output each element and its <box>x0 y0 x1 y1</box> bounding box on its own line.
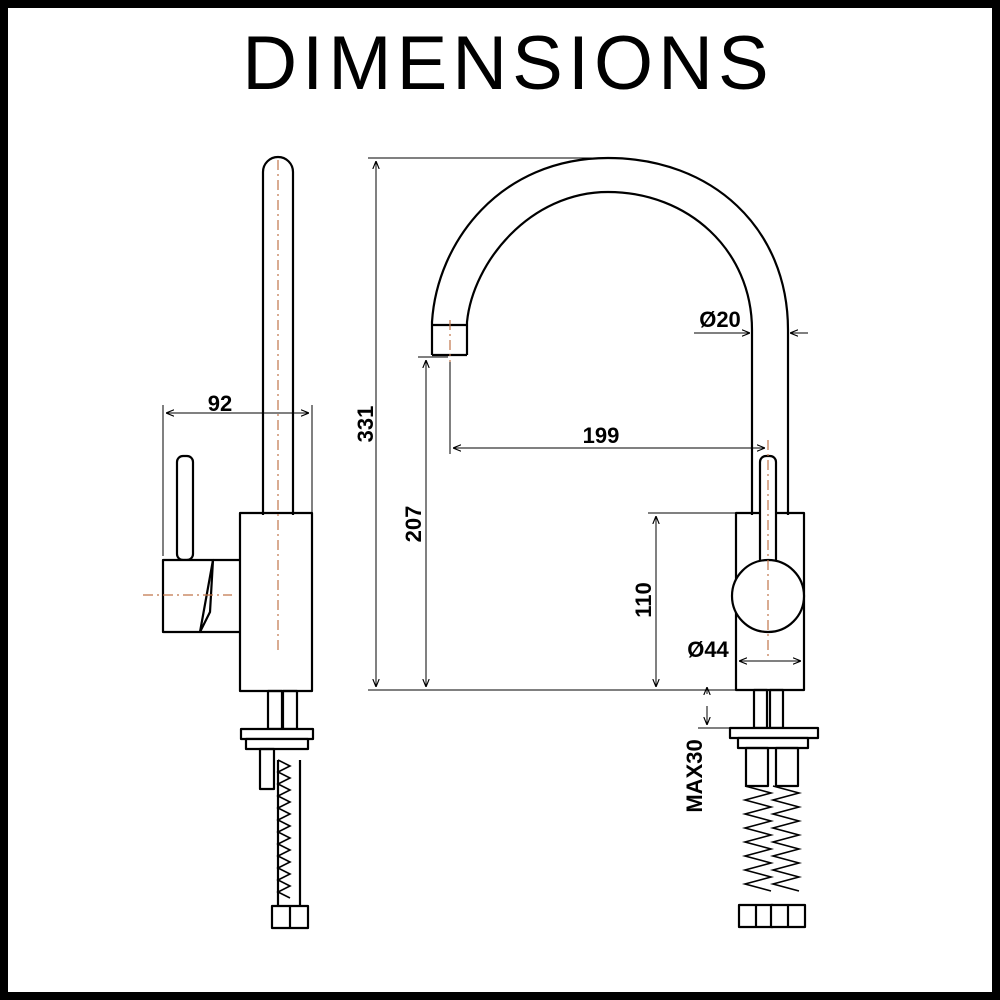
dim-spout-diameter: Ø20 <box>699 307 741 332</box>
dim-spout-height: 207 <box>401 506 426 543</box>
side-handle-joint <box>199 558 240 634</box>
side-nut <box>244 737 310 751</box>
side-threaded-rod <box>258 747 276 791</box>
spout-outer <box>430 156 790 515</box>
dim-total-height: 331 <box>353 406 378 443</box>
side-spout <box>261 155 295 515</box>
dim-max-thickness: MAX30 <box>682 739 707 812</box>
side-view: 92 <box>143 155 315 930</box>
front-stud-1 <box>752 688 769 730</box>
front-nut <box>736 736 810 750</box>
spout-inner <box>465 190 754 515</box>
dim-spout-reach: 199 <box>583 423 620 448</box>
side-stud <box>266 689 284 731</box>
side-lever <box>175 454 195 562</box>
side-hose <box>276 759 292 899</box>
dim-side-width: 92 <box>208 391 232 416</box>
front-hose-2 <box>769 785 803 892</box>
side-body <box>238 511 314 693</box>
page-title: DIMENSIONS <box>242 21 774 106</box>
side-stud-2 <box>281 689 299 731</box>
front-washer <box>728 726 820 740</box>
dim-body-height: 110 <box>631 582 656 618</box>
dim-body-diameter: Ø44 <box>687 637 729 662</box>
front-hose-1 <box>741 785 775 892</box>
front-view: 331 207 199 Ø20 110 Ø44 MAX30 <box>353 156 820 929</box>
front-stud-2 <box>768 688 785 730</box>
front-fitting-1 <box>744 746 770 788</box>
front-fitting-2 <box>774 746 800 788</box>
side-washer <box>239 727 315 741</box>
